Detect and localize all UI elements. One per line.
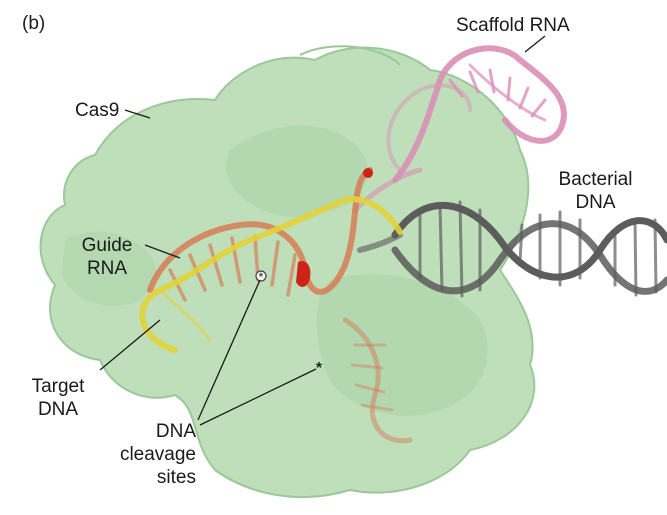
- bacterial-dna-label-line-1: Bacterial: [558, 169, 633, 190]
- target-dna-strand: [139, 196, 403, 353]
- cas9-label: Cas9: [75, 100, 120, 121]
- target-dna-label-line-2: DNA: [37, 399, 79, 420]
- bacterial-dna-helix: [357, 200, 667, 298]
- asterisk-glyph-2: *: [316, 360, 323, 377]
- guide-rna-label-line-1: Guide: [81, 235, 133, 256]
- cas9-ridge: [299, 45, 401, 66]
- asterisk-glyph-1: *: [259, 270, 264, 284]
- scaffold-rna-strand: [352, 45, 568, 213]
- scaffold-rna-label: Scaffold RNA: [456, 15, 570, 36]
- guide-rna-label: Guide RNA: [76, 234, 138, 280]
- leader-cleavage-1: [197, 279, 261, 421]
- cleavage-sites-label-line-2: cleavage: [119, 444, 196, 465]
- bacterial-dna-label-line-2: DNA: [575, 192, 616, 213]
- leader-cleavage-2: [199, 368, 317, 426]
- leader-lines: [99, 35, 546, 426]
- cleavage-sites-label-line-3: sites: [156, 467, 196, 488]
- target-dna-label: Target DNA: [22, 375, 94, 421]
- cleavage-site-asterisk-1: [255, 270, 267, 282]
- leader-scaffold-rna: [524, 35, 546, 53]
- cleavage-site-markers: * *: [255, 168, 373, 377]
- cleavage-sites-label: DNA cleavage sites: [96, 420, 196, 489]
- panel-label: (b): [22, 13, 46, 34]
- leader-cas9: [124, 109, 151, 119]
- cas9-nuclease-lobe-shade: [316, 274, 488, 416]
- cas9-lobe-shade: [225, 125, 369, 218]
- cas9-left-lobe-shade: [62, 231, 156, 306]
- cleavage-site-red-marker-2: [363, 168, 373, 178]
- guide-rna-label-line-2: RNA: [86, 258, 128, 279]
- cleavage-sites-label-line-1: DNA: [155, 421, 196, 442]
- target-dna-label-line-1: Target: [31, 376, 85, 397]
- leader-guide-rna: [144, 244, 181, 259]
- cleavage-site-red-marker-1: [296, 260, 311, 287]
- leader-target-dna: [99, 319, 161, 371]
- bacterial-dna-label: Bacterial DNA: [548, 168, 643, 214]
